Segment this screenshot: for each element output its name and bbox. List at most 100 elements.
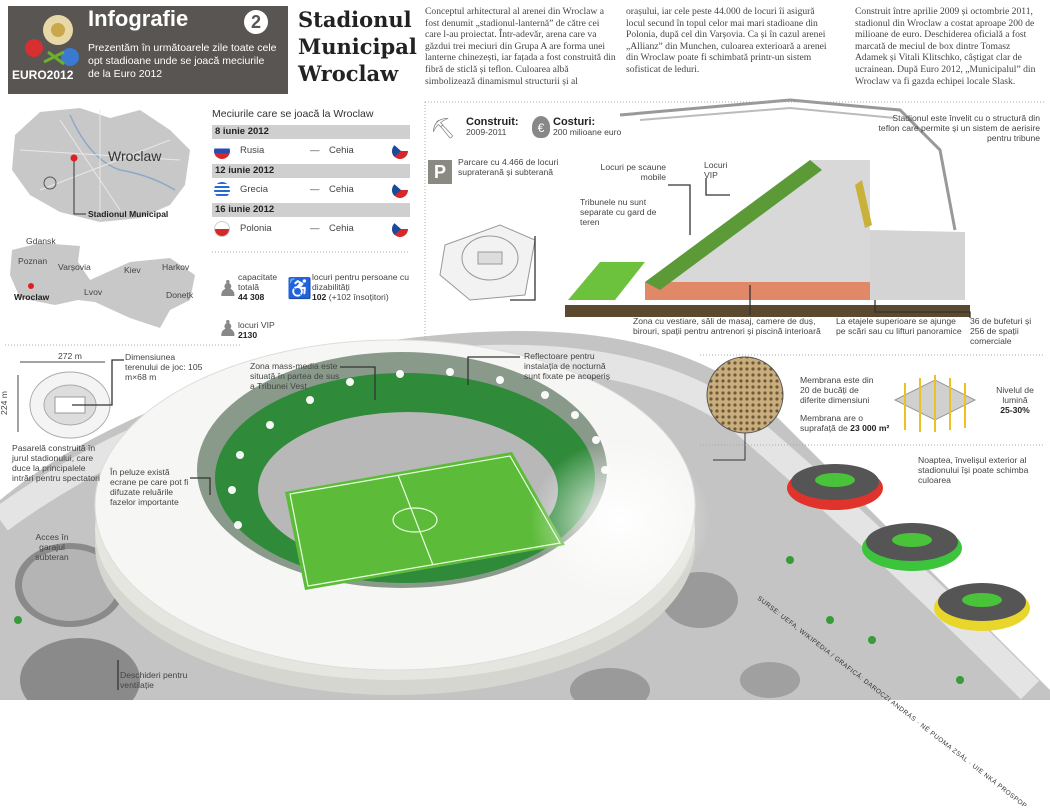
versus-dash: — bbox=[310, 184, 320, 195]
euro2012-logo bbox=[25, 15, 79, 66]
home-team: Polonia bbox=[240, 223, 272, 234]
vents-label: Deschideri pentru ventilație bbox=[120, 670, 188, 690]
membrane-area-value: 23 000 m² bbox=[850, 423, 890, 433]
built-value: 2009-2011 bbox=[466, 127, 507, 137]
city-wroclaw: Wroclaw bbox=[14, 292, 50, 302]
intro-column-3: Construit între aprilie 2009 și octombri… bbox=[855, 6, 1036, 87]
night-stadium-yellow bbox=[934, 583, 1030, 631]
disabled-value: 102 bbox=[312, 292, 327, 302]
pitch-dimensions: Dimensiunea terenului de joc: 105 m×68 m bbox=[125, 352, 203, 382]
ground-layer bbox=[565, 305, 970, 317]
episode-number-badge: 2 bbox=[244, 10, 268, 34]
vip-person-icon: ♟ bbox=[218, 316, 238, 341]
cost-info: Costuri: 200 milioane euro bbox=[553, 116, 621, 138]
match-date: 12 iunie 2012 bbox=[212, 164, 410, 178]
disabled-seats-stat: locuri pentru persoane cu dizabilități 1… bbox=[312, 272, 412, 302]
media-zone-label: Zona mass-media este situată în partea d… bbox=[250, 361, 340, 391]
stadium-marker bbox=[70, 154, 78, 162]
parking-text: Parcare cu 4.466 de locuri supraterană ș… bbox=[458, 157, 559, 177]
city-gdansk: Gdansk bbox=[26, 236, 56, 246]
match-row: Polonia — Cehia bbox=[212, 219, 410, 239]
city-poznan: Poznan bbox=[18, 256, 48, 266]
stadium-map-label: Stadionul Municipal bbox=[88, 209, 169, 219]
wroclaw-city-map bbox=[12, 108, 190, 222]
built-label: Construit: bbox=[466, 116, 519, 128]
intro-column-1: Conceptul arhitectural al arenei din Wro… bbox=[425, 6, 616, 87]
no-fence-label: Tribunele nu sunt separate cu gard de te… bbox=[580, 197, 657, 227]
mobile-seats-label: Locuri pe scaune mobile bbox=[600, 162, 666, 182]
match-row: Grecia — Cehia bbox=[212, 180, 410, 200]
screens-label: În peluze există ecrane pe care pot fi d… bbox=[110, 467, 189, 507]
city-lvov: Lvov bbox=[84, 287, 103, 297]
vip-stat: locuri VIP 2130 bbox=[238, 320, 275, 340]
light-level-label: Nivelul de lumină bbox=[996, 385, 1034, 405]
city-harkov: Harkov bbox=[162, 262, 190, 272]
airport-icon bbox=[43, 176, 57, 190]
title-line: Stadionul bbox=[298, 7, 412, 32]
vent-opening bbox=[570, 668, 650, 700]
infographic-header: EURO2012 bbox=[8, 6, 288, 94]
membrane-area-label: Membrana are o suprafață de bbox=[800, 413, 864, 433]
czech-flag-icon bbox=[392, 221, 408, 237]
floodlights-label: Reflectoare pentru instalația de nocturn… bbox=[524, 351, 610, 381]
locker-zone bbox=[645, 282, 870, 300]
city-varsovia: Varșovia bbox=[58, 262, 91, 272]
versus-dash: — bbox=[310, 223, 320, 234]
capacity-value: 44 308 bbox=[238, 292, 265, 302]
built-info: Construit: 2009-2011 bbox=[466, 116, 519, 138]
pitch-section bbox=[568, 262, 645, 300]
disabled-extra: (+102 însoțitori) bbox=[328, 292, 389, 302]
city-donetk: Donețk bbox=[166, 290, 194, 300]
membrane-pieces: Membrana este din 20 de bucăți de diferi… bbox=[800, 375, 874, 405]
vip-seats-label: Locuri VIP bbox=[704, 160, 728, 180]
greece-flag-icon bbox=[214, 182, 230, 198]
parking-icon: P bbox=[428, 160, 452, 184]
night-stadium-green bbox=[862, 523, 962, 571]
light-level-value: 25-30% bbox=[1000, 405, 1030, 415]
wroclaw-marker bbox=[28, 283, 34, 289]
versus-dash: — bbox=[310, 145, 320, 156]
buffets-label: 36 de bufeturi și 256 de spații comercia… bbox=[970, 316, 1032, 346]
membrane-swatch bbox=[706, 356, 784, 434]
walkway-label: Pasarelă construită în jurul stadionului… bbox=[12, 443, 100, 483]
city-kiev: Kiev bbox=[124, 265, 141, 275]
matches-heading: Meciurile care se joacă la Wroclaw bbox=[212, 108, 374, 120]
membrane-area: Membrana are o suprafață de 23 000 m² bbox=[800, 413, 895, 433]
pitch bbox=[285, 452, 565, 590]
header-subtitle: Prezentăm în următoarele zile toate cele… bbox=[88, 42, 277, 80]
away-team: Cehia bbox=[329, 184, 354, 195]
stadium-depth: 224 m bbox=[0, 391, 9, 415]
wheelchair-icon: ♿ bbox=[287, 278, 312, 300]
euro2012-logo-text: EURO2012 bbox=[12, 68, 74, 82]
roof-truss bbox=[619, 98, 957, 231]
match-date: 8 iunie 2012 bbox=[212, 125, 410, 139]
vent-opening bbox=[20, 638, 140, 700]
title-line: Wroclaw bbox=[298, 61, 399, 86]
cost-label: Costuri: bbox=[553, 116, 596, 128]
match-date: 16 iunie 2012 bbox=[212, 203, 410, 217]
person-icon: ♟ bbox=[218, 276, 238, 301]
teflon-label: Stadionul este învelit cu o structură di… bbox=[878, 113, 1040, 143]
match-row: Rusia — Cehia bbox=[212, 141, 410, 161]
stadium-illustration bbox=[0, 98, 1050, 700]
title-line: Municipal bbox=[298, 34, 417, 59]
night-stadium-red bbox=[787, 464, 883, 510]
garage-access-label: Acces în garajul subteran bbox=[35, 532, 69, 562]
away-team: Cehia bbox=[329, 223, 354, 234]
intro-column-2: orașului, iar cele peste 44.000 de locur… bbox=[626, 6, 827, 75]
locker-zone-label: Zona cu vestiare, săli de masaj, camere … bbox=[633, 316, 821, 336]
capacity-label: capacitate totală bbox=[238, 272, 278, 292]
money-bag-icon: € bbox=[532, 116, 550, 138]
construction-worker-icon: ⛏ bbox=[430, 118, 456, 140]
page-title: Stadionul Municipal Wroclaw bbox=[298, 6, 417, 87]
russia-flag-icon bbox=[214, 143, 230, 159]
czech-flag-icon bbox=[392, 182, 408, 198]
away-team: Cehia bbox=[329, 145, 354, 156]
light-level: Nivelul de lumină 25-30% bbox=[985, 385, 1045, 415]
vip-label: locuri VIP bbox=[238, 320, 275, 330]
poland-ukraine-map bbox=[10, 243, 195, 328]
disabled-label: locuri pentru persoane cu dizabilități bbox=[312, 272, 409, 292]
night-color-label: Noaptea, învelișul exterior al stadionul… bbox=[918, 455, 1029, 485]
czech-flag-icon bbox=[392, 143, 408, 159]
vip-value: 2130 bbox=[238, 330, 258, 340]
